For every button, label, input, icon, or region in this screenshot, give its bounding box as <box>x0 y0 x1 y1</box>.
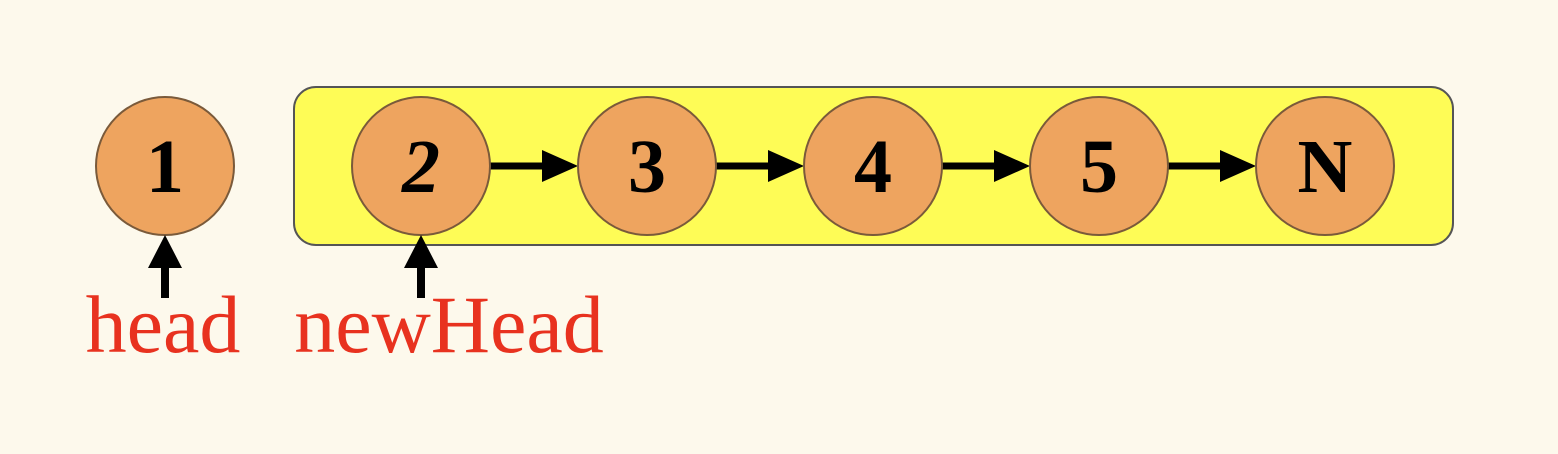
list-node: N <box>1255 96 1395 236</box>
node-circle <box>1029 96 1169 236</box>
link-arrow <box>1168 150 1256 182</box>
list-node: 1 <box>95 96 235 236</box>
node-label: 4 <box>854 125 892 209</box>
pointers-layer: head newHead <box>86 235 604 370</box>
list-node: 2 <box>351 96 491 236</box>
node-label: 2 <box>401 125 440 209</box>
link-arrow <box>942 150 1030 182</box>
node-circle <box>1255 96 1395 236</box>
node-label: 5 <box>1080 125 1118 209</box>
node-circle <box>577 96 717 236</box>
links-layer <box>490 150 1256 182</box>
list-node: 3 <box>577 96 717 236</box>
node-label: 1 <box>146 125 184 209</box>
node-label: 3 <box>628 125 666 209</box>
list-node: 4 <box>803 96 943 236</box>
node-label: N <box>1298 125 1353 209</box>
pointer-label: head <box>86 279 241 370</box>
link-arrow <box>716 150 804 182</box>
pointer-label: newHead <box>294 279 604 370</box>
link-arrow <box>490 150 578 182</box>
list-node: 5 <box>1029 96 1169 236</box>
pointer-arrow-head <box>148 235 182 268</box>
node-circle <box>803 96 943 236</box>
pointer: newHead <box>294 235 604 370</box>
pointer: head <box>86 235 241 370</box>
pointer-arrow-head <box>404 235 438 268</box>
